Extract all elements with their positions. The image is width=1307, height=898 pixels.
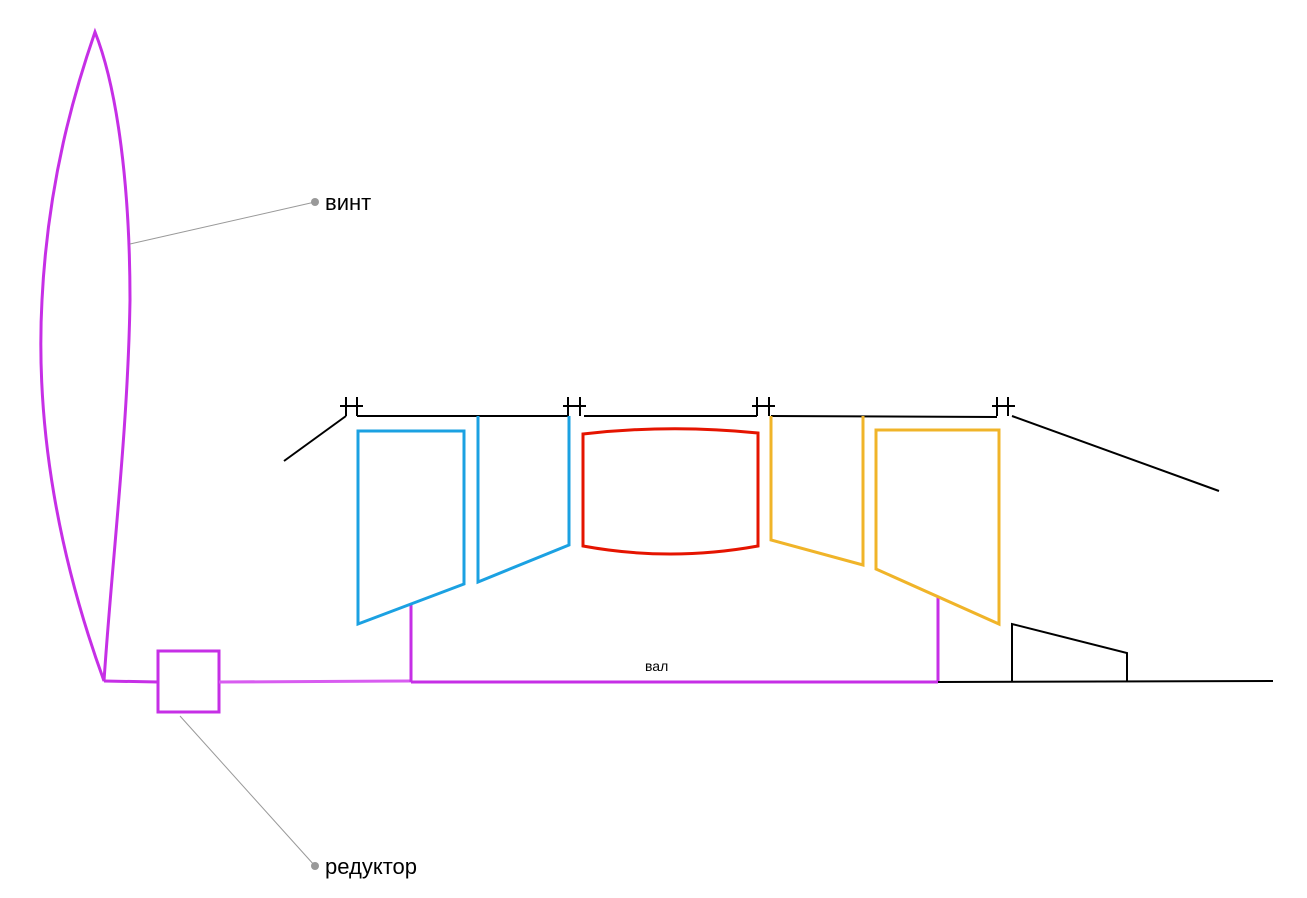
compressor-stage-1 [356, 429, 466, 627]
turbine-stage-1 [769, 416, 865, 567]
shaft-label: вал [645, 658, 669, 674]
gearbox [156, 649, 221, 714]
casing [283, 415, 1220, 492]
flange-joints [340, 397, 1015, 416]
gearbox-label: редуктор [325, 854, 417, 879]
compressor-stage-2 [476, 416, 571, 585]
exhaust-cone [1011, 622, 1128, 681]
propeller-label: винт [325, 190, 372, 215]
propeller-blade [39, 27, 132, 682]
shaft-front [218, 679, 412, 684]
propeller-shaft [103, 679, 159, 684]
propeller-leader-line [129, 201, 316, 245]
gearbox-leader-dot [311, 862, 319, 870]
combustion-chamber [581, 427, 760, 556]
turbine-stage-2 [874, 428, 1001, 627]
propeller-leader-dot [311, 198, 319, 206]
gearbox-leader-line [179, 715, 316, 867]
shaft-rear-axis [937, 680, 1274, 683]
